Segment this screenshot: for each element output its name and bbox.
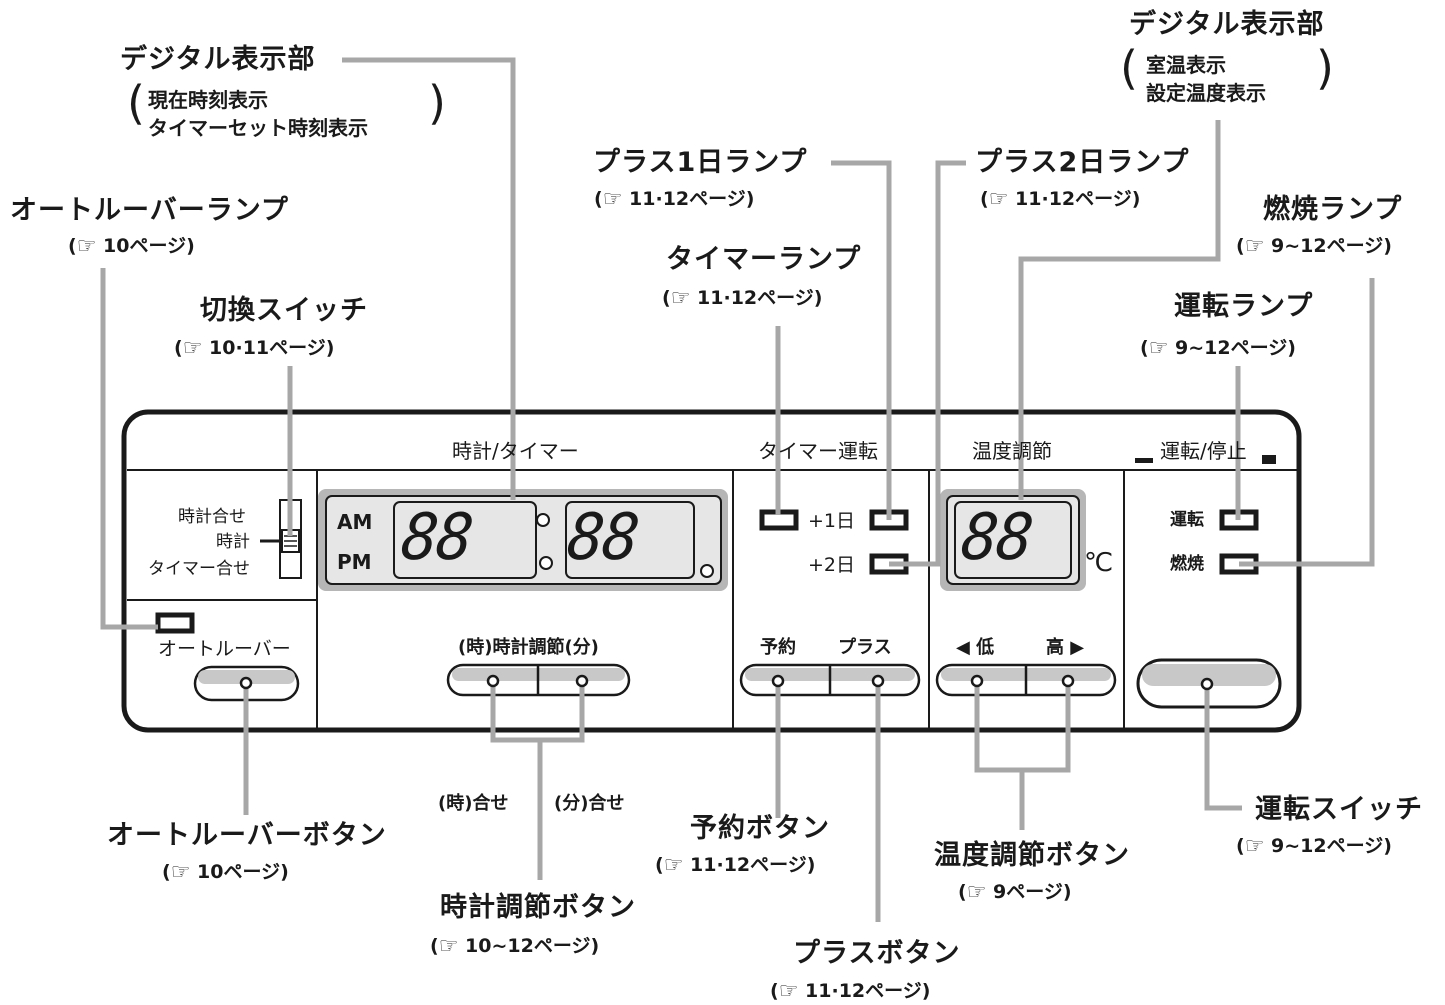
hour-set-label: (時)合せ	[438, 793, 509, 814]
high-label: 高 ▶	[1046, 637, 1085, 658]
callout-reserve-button-title: 予約ボタン	[690, 813, 830, 844]
callout-switch-ref: (☞ 10·11ページ)	[174, 336, 335, 361]
callout-clock-button-ref: (☞ 10~12ページ)	[430, 934, 600, 959]
callout-run-switch-title: 運転スイッチ	[1255, 794, 1423, 825]
plus1-label: +1日	[808, 510, 856, 532]
leader-auto-louver-lamp	[100, 268, 158, 630]
pointing-hand-icon: ☞	[663, 853, 684, 878]
header-bar-left	[1135, 458, 1153, 463]
callout-clock-button-title: 時計調節ボタン	[440, 892, 636, 923]
callout-run-lamp-title: 運転ランプ	[1174, 291, 1314, 322]
minute-set-label: (分)合せ	[554, 793, 625, 814]
switch-label-clock-set: 時計合せ	[178, 507, 246, 527]
callout-run-switch-ref: (☞ 9~12ページ)	[1236, 834, 1392, 859]
timer-run-header: タイマー運転	[758, 439, 878, 463]
clock-minute-window	[565, 501, 695, 579]
decimal-dot	[700, 564, 714, 578]
clock-hour-digits: 88	[397, 501, 476, 575]
temp-digit-window	[954, 501, 1072, 579]
bracket-right: )	[1316, 41, 1334, 95]
leader-plus2-lamp	[889, 160, 966, 567]
callout-plus2-lamp-title: プラス2日ランプ	[975, 147, 1190, 178]
callout-timer-lamp-ref: (☞ 11·12ページ)	[662, 286, 823, 311]
pointing-hand-icon: ☞	[778, 979, 799, 1004]
low-label: ◀ 低	[956, 637, 995, 658]
callout-plus1-lamp-title: プラス1日ランプ	[593, 147, 808, 178]
temp-unit: ℃	[1084, 548, 1114, 578]
leader-plus1-lamp	[831, 160, 892, 520]
switch-label-clock: 時計	[216, 532, 250, 552]
pointing-hand-icon: ☞	[1244, 834, 1265, 859]
callout-auto-louver-button-title: オートルーバーボタン	[107, 820, 387, 851]
burn-lamp-label: 燃焼	[1170, 554, 1204, 574]
bracket-left: (	[1120, 41, 1138, 95]
bracket-left: (	[127, 76, 145, 130]
callout-plus-button-title: プラスボタン	[793, 938, 961, 969]
pointing-hand-icon: ☞	[438, 934, 459, 959]
callout-auto-louver-lamp-title: オートルーバーランプ	[10, 195, 289, 226]
colon-dot-bottom	[539, 556, 553, 570]
callout-temp-button-ref: (☞ 9ページ)	[958, 880, 1072, 905]
reserve-label: 予約	[760, 637, 796, 658]
pointing-hand-icon: ☞	[1244, 234, 1265, 259]
pointing-hand-icon: ☞	[602, 187, 623, 212]
leader-burn-lamp	[1239, 278, 1375, 567]
am-indicator: AM	[337, 510, 373, 534]
leader-digital-clock	[342, 57, 516, 500]
callout-reserve-button-ref: (☞ 11·12ページ)	[655, 853, 816, 878]
pointing-hand-icon: ☞	[76, 234, 97, 259]
pointing-hand-icon: ☞	[170, 860, 191, 885]
clock-timer-header: 時計/タイマー	[452, 439, 579, 463]
callout-burn-lamp-ref: (☞ 9~12ページ)	[1236, 234, 1392, 259]
clock-hour-window	[393, 501, 537, 579]
callout-auto-louver-button-ref: (☞ 10ページ)	[162, 860, 289, 885]
colon-dot-top	[536, 513, 550, 527]
callout-timer-lamp-title: タイマーランプ	[666, 244, 862, 275]
callout-burn-lamp-title: 燃焼ランプ	[1263, 194, 1403, 225]
callout-plus-button-ref: (☞ 11·12ページ)	[770, 979, 931, 1004]
pointing-hand-icon: ☞	[670, 286, 691, 311]
bracket-right: )	[428, 76, 446, 130]
callout-plus2-lamp-ref: (☞ 11·12ページ)	[980, 187, 1141, 212]
pointing-hand-icon: ☞	[1148, 336, 1169, 361]
clock-minute-digits: 88	[563, 501, 642, 575]
auto-louver-label: オートルーバー	[158, 638, 291, 660]
callout-temp-button-title: 温度調節ボタン	[934, 840, 1130, 871]
plus-label: プラス	[838, 637, 892, 658]
pm-indicator: PM	[337, 550, 372, 574]
callout-digital-temp-line2: 設定温度表示	[1146, 81, 1266, 105]
switch-label-timer-set: タイマー合せ	[148, 559, 250, 579]
callout-digital-clock-line1: 現在時刻表示	[148, 88, 268, 112]
callout-plus1-lamp-ref: (☞ 11·12ページ)	[594, 187, 755, 212]
callout-run-lamp-ref: (☞ 9~12ページ)	[1140, 336, 1296, 361]
callout-digital-temp-line1: 室温表示	[1146, 53, 1226, 77]
callout-digital-clock-title: デジタル表示部	[120, 44, 316, 75]
callout-switch-title: 切換スイッチ	[200, 295, 368, 326]
temp-header: 温度調節	[972, 439, 1052, 463]
pointing-hand-icon: ☞	[966, 880, 987, 905]
plus2-label: +2日	[808, 554, 856, 576]
temp-digits: 88	[957, 501, 1036, 575]
pointing-hand-icon: ☞	[988, 187, 1009, 212]
callout-auto-louver-lamp-ref: (☞ 10ページ)	[68, 234, 195, 259]
leader-digital-temp	[1018, 120, 1221, 500]
pointing-hand-icon: ☞	[182, 336, 203, 361]
callout-digital-temp-title: デジタル表示部	[1129, 9, 1325, 40]
clock-adjust-label: (時)時計調節(分)	[458, 637, 599, 658]
run-lamp-label: 運転	[1170, 510, 1204, 530]
callout-digital-clock-line2: タイマーセット時刻表示	[148, 116, 368, 140]
header-bar-right	[1262, 455, 1276, 464]
run-stop-header: 運転/停止	[1160, 439, 1247, 463]
auto-louver-lamp	[155, 612, 195, 634]
leader-run-switch	[1204, 684, 1242, 811]
